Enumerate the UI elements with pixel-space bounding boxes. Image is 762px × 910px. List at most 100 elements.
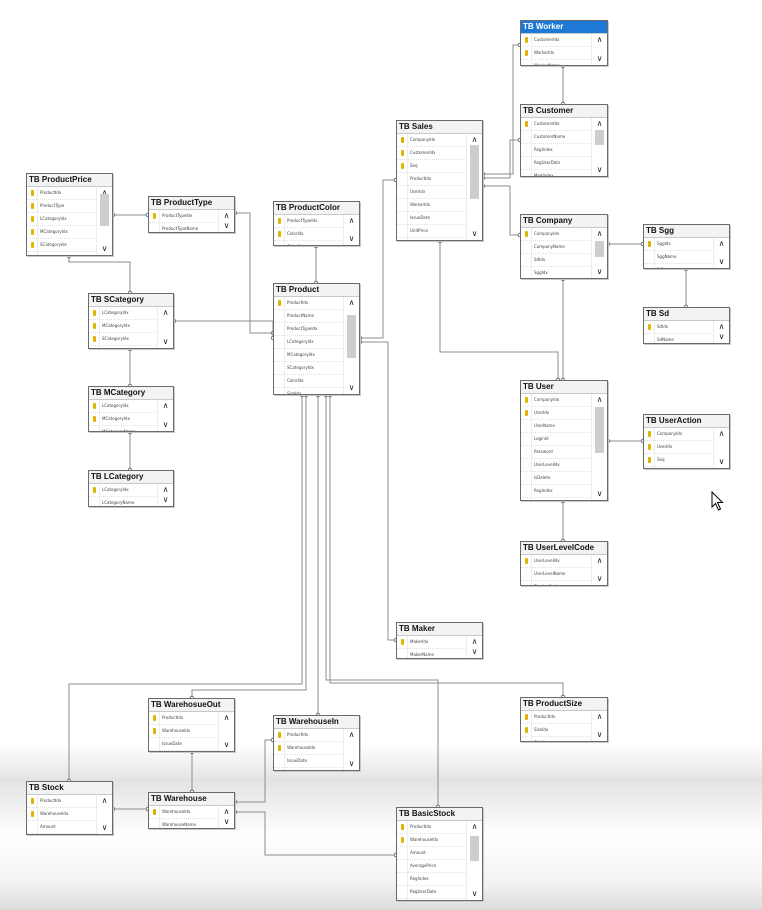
column-row[interactable]: IssueDate (274, 755, 344, 768)
vertical-scrollbar[interactable]: ∧∨ (466, 821, 482, 900)
vertical-scrollbar[interactable]: ∧∨ (343, 729, 359, 770)
vertical-scrollbar[interactable]: ∧∨ (591, 118, 607, 176)
scroll-down-icon[interactable]: ∨ (101, 244, 108, 253)
column-row[interactable]: AveragePrice (397, 860, 467, 873)
column-row[interactable]: ProductIdx (27, 187, 97, 200)
column-row[interactable]: LCategoryIdx (89, 484, 158, 497)
relationship-line[interactable] (483, 139, 520, 179)
scroll-down-icon[interactable]: ∨ (596, 574, 603, 583)
column-row[interactable]: ProductIdx (521, 711, 592, 724)
column-row[interactable]: CompanyIdx (521, 394, 592, 407)
relationship-line[interactable] (235, 739, 273, 803)
relationship-line[interactable] (360, 179, 396, 339)
table-title[interactable]: TB Maker (397, 623, 482, 636)
scroll-up-icon[interactable]: ∧ (471, 135, 478, 144)
scroll-down-icon[interactable]: ∨ (596, 165, 603, 174)
scroll-up-icon[interactable]: ∧ (223, 807, 230, 816)
column-row[interactable]: SCategoryIdx (89, 333, 158, 346)
scroll-up-icon[interactable]: ∧ (348, 298, 355, 307)
column-row[interactable]: MCategoryName (89, 426, 158, 431)
column-row[interactable]: ColorIdx (274, 228, 344, 241)
relationship-line[interactable] (68, 395, 303, 781)
column-row[interactable]: UserIdx (397, 186, 467, 199)
column-row[interactable]: LCategoryName (89, 497, 158, 506)
column-row[interactable]: SCategoryIdx (27, 239, 97, 252)
scroll-thumb[interactable] (347, 314, 356, 359)
column-row[interactable]: SizeIdx (27, 252, 97, 255)
column-row[interactable]: ProductName (274, 310, 344, 323)
column-row[interactable]: SggIdx (521, 267, 592, 278)
column-row[interactable]: ProductIdx (274, 729, 344, 742)
column-row[interactable]: ModIndex (397, 899, 467, 900)
column-row[interactable]: SCategoryIdx (274, 362, 344, 375)
column-row[interactable]: WorkerIdx (397, 199, 467, 212)
scroll-down-icon[interactable]: ∨ (718, 332, 725, 341)
column-row[interactable]: UserLevelName (521, 568, 592, 581)
scroll-up-icon[interactable]: ∧ (223, 713, 230, 722)
column-row[interactable]: Seq (644, 454, 714, 467)
column-row[interactable]: WarehouseIdx (149, 806, 219, 819)
scroll-thumb[interactable] (470, 144, 479, 199)
relationship-line[interactable] (235, 212, 273, 334)
column-row[interactable]: UserLevelIdx (521, 555, 592, 568)
column-row[interactable]: MCategoryIdx (89, 320, 158, 333)
column-row[interactable]: ProductIdx (397, 173, 467, 186)
column-row[interactable]: SdName (644, 334, 714, 343)
table-title[interactable]: TB Company (521, 215, 607, 228)
column-row[interactable]: MCategoryIdx (89, 413, 158, 426)
scroll-up-icon[interactable]: ∧ (348, 216, 355, 225)
scroll-up-icon[interactable]: ∧ (596, 35, 603, 44)
table-title[interactable]: TB Sd (644, 308, 729, 321)
column-row[interactable]: MCategoryIdx (27, 226, 97, 239)
column-row[interactable]: LCategoryIdx (89, 400, 158, 413)
column-row[interactable]: Password (521, 446, 592, 459)
relationship-line[interactable] (360, 341, 396, 641)
table-title[interactable]: TB User (521, 381, 607, 394)
vertical-scrollbar[interactable]: ∧∨ (343, 215, 359, 245)
scroll-thumb[interactable] (100, 194, 109, 226)
scroll-up-icon[interactable]: ∧ (471, 822, 478, 831)
column-row[interactable]: WarehouseIdx (397, 834, 467, 847)
vertical-scrollbar[interactable]: ∧∨ (343, 297, 359, 394)
table-title[interactable]: TB UserAction (644, 415, 729, 428)
table-mcategory[interactable]: TB MCategoryLCategoryIdxMCategoryIdxMCat… (88, 386, 174, 432)
column-row[interactable]: ProductTypeIdx (274, 323, 344, 336)
column-row[interactable]: UserIdx (644, 441, 714, 454)
vertical-scrollbar[interactable]: ∧∨ (157, 307, 173, 348)
vertical-scrollbar[interactable]: ∧∨ (218, 712, 234, 751)
column-row[interactable]: Seq (397, 160, 467, 173)
column-row[interactable]: IssueDate (397, 212, 467, 225)
column-row[interactable]: ColorIdx (274, 375, 344, 388)
scroll-up-icon[interactable]: ∧ (471, 637, 478, 646)
table-title[interactable]: TB Sales (397, 121, 482, 134)
table-title[interactable]: TB ProductPrice (27, 174, 112, 187)
column-row[interactable]: ProductIdx (274, 297, 344, 310)
column-row[interactable]: LoginId (521, 433, 592, 446)
column-row[interactable]: LCategoryIdx (274, 336, 344, 349)
vertical-scrollbar[interactable]: ∧∨ (713, 428, 729, 468)
table-title[interactable]: TB ProductSize (521, 698, 607, 711)
column-row[interactable]: ProductType (27, 200, 97, 213)
table-title[interactable]: TB WarehouseIn (274, 716, 359, 729)
column-row[interactable]: CompanyIdx (397, 134, 467, 147)
scroll-down-icon[interactable]: ∨ (718, 257, 725, 266)
scroll-up-icon[interactable]: ∧ (101, 796, 108, 805)
scroll-up-icon[interactable]: ∧ (348, 730, 355, 739)
column-row[interactable]: RegUserDate (521, 157, 592, 170)
column-row[interactable]: LCategoryIdx (27, 213, 97, 226)
column-row[interactable]: CustomerIdx (521, 118, 592, 131)
column-row[interactable]: ProductTypeIdx (149, 210, 219, 223)
column-row[interactable]: WarehouseIdx (27, 808, 97, 821)
table-stock[interactable]: TB StockProductIdxWarehouseIdxAmountIssu… (26, 781, 113, 835)
scroll-up-icon[interactable]: ∧ (596, 229, 603, 238)
scroll-up-icon[interactable]: ∧ (596, 119, 603, 128)
scroll-up-icon[interactable]: ∧ (718, 322, 725, 331)
column-row[interactable]: WorkerIdx (521, 47, 592, 60)
